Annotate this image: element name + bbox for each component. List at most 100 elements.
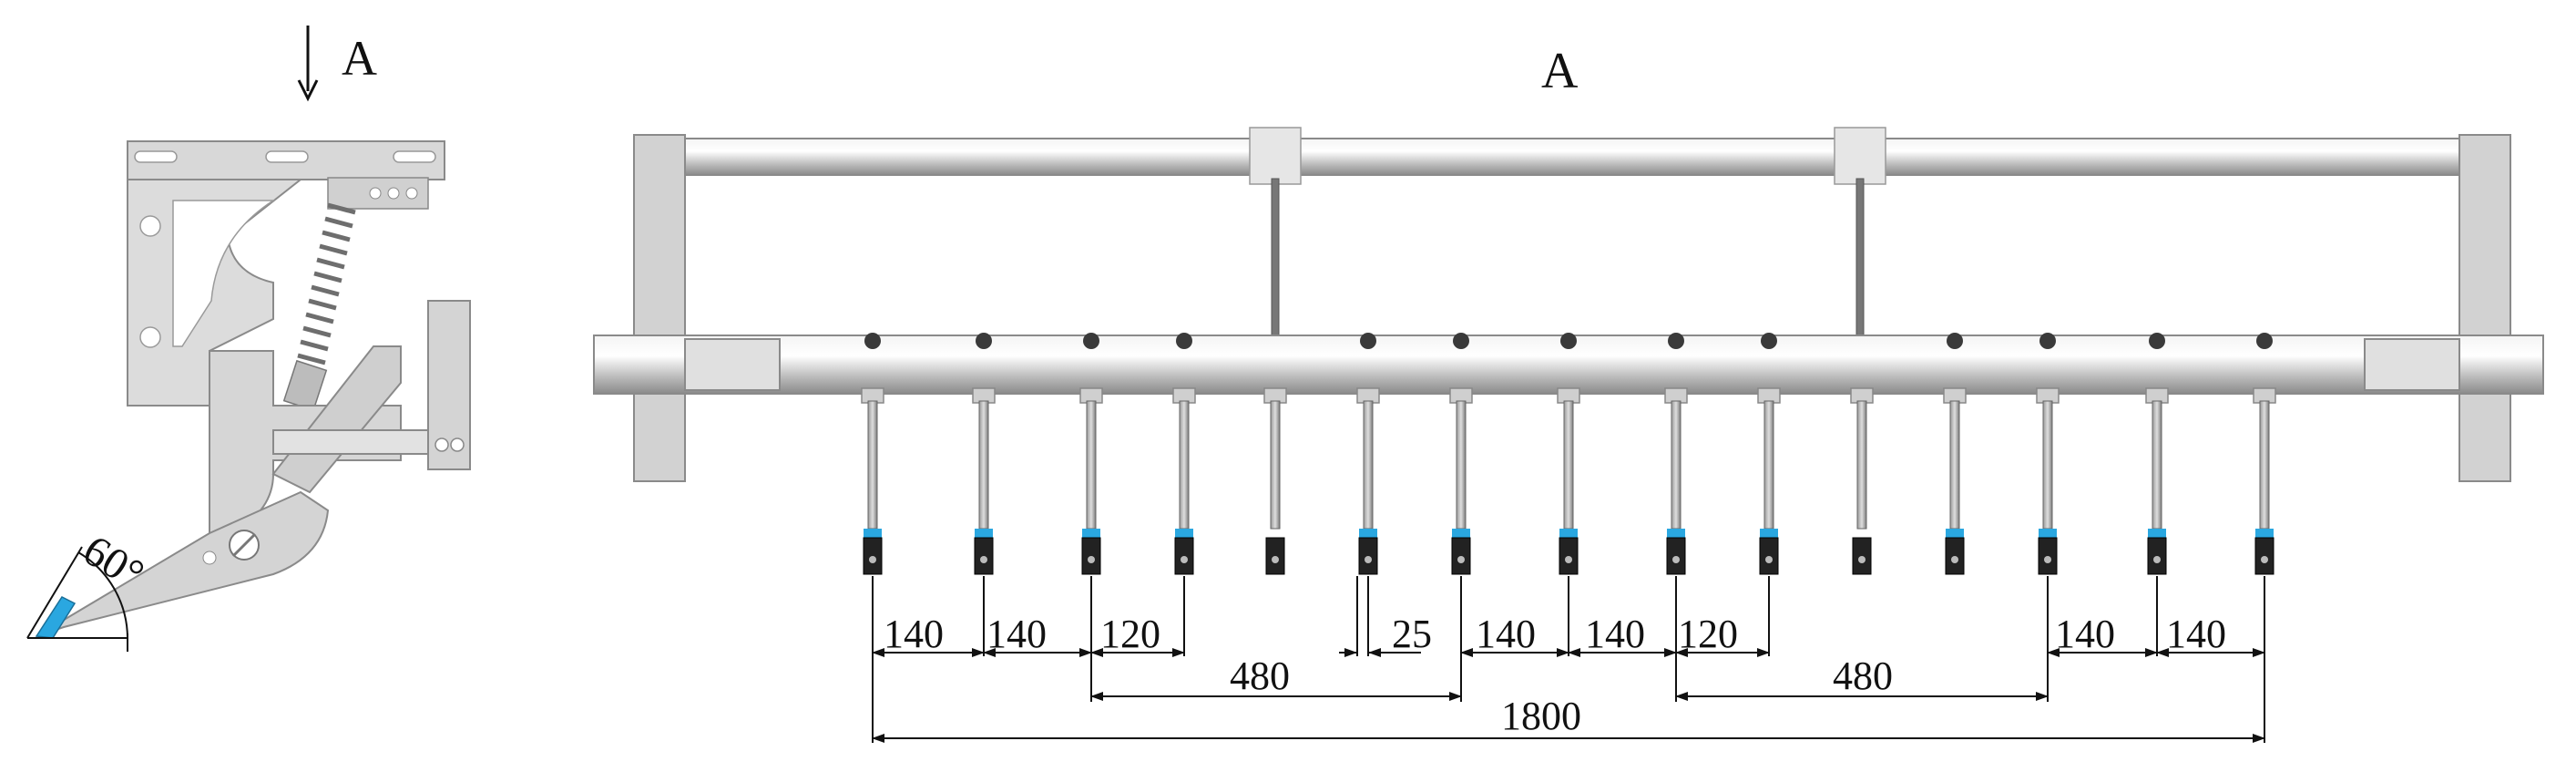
- tine-13: [2036, 333, 2060, 575]
- tine-foot-bolt: [869, 556, 876, 563]
- shaft-bolt: [1560, 333, 1577, 349]
- dim-spacing-2: 140: [986, 612, 1047, 656]
- tine-foot-bolt: [2044, 556, 2051, 563]
- tine-foot-bolt: [1181, 556, 1188, 563]
- tine-8: [1557, 333, 1580, 575]
- tine-rod: [1363, 400, 1374, 530]
- tine-blue-cap: [1359, 529, 1377, 538]
- tine-rod: [2259, 400, 2270, 530]
- tine-blue-cap: [1760, 529, 1778, 538]
- shaft-bolt: [2256, 333, 2273, 349]
- shaft-bolt: [1947, 333, 1963, 349]
- left-shaft-collar: [684, 338, 781, 391]
- tine-foot-bolt: [1457, 556, 1465, 563]
- left-end-plate: [633, 134, 686, 482]
- tine-blue-cap: [2039, 529, 2057, 538]
- side-view-assembly: A: [26, 26, 471, 652]
- tine-blue-cap: [1452, 529, 1470, 538]
- tine-blue-cap: [2148, 529, 2166, 538]
- tine-6: [1356, 333, 1380, 575]
- tine-blue-cap: [1667, 529, 1685, 538]
- tine-blue-cap: [1559, 529, 1578, 538]
- shaft-bolt: [1083, 333, 1099, 349]
- tine-rod: [2042, 400, 2053, 530]
- dim-spacing-4: 25: [1392, 612, 1432, 656]
- tine-foot-bolt: [1951, 556, 1958, 563]
- shaft-bolt: [1761, 333, 1777, 349]
- tine-1: [861, 333, 884, 575]
- front-view-a: A 140 140 120 25 140 140: [593, 43, 2544, 743]
- shaft-bolt: [1176, 333, 1192, 349]
- top-beam: [664, 138, 2469, 176]
- horizontal-bar: [272, 429, 438, 455]
- tine-10: [1757, 333, 1781, 575]
- tine-foot-bolt: [1365, 556, 1372, 563]
- view-title: A: [1541, 43, 1579, 99]
- view-marker-letter: A: [342, 31, 377, 86]
- shaft-bolt: [864, 333, 881, 349]
- tine-12: [1943, 333, 1967, 575]
- tine-foot-bolt: [1858, 556, 1866, 563]
- right-end-plate: [2458, 134, 2511, 482]
- tine-11: [1850, 387, 1874, 575]
- dim-spacing-9: 140: [2166, 612, 2226, 656]
- tine-rod: [1949, 400, 1960, 530]
- tine-blue-cap: [2255, 529, 2274, 538]
- shaft-bolt: [2039, 333, 2056, 349]
- dim-spacing-1: 140: [884, 612, 944, 656]
- dim-spacing-8: 140: [2055, 612, 2115, 656]
- bracket-holes: [434, 437, 465, 452]
- dim-arrowhead: [1344, 648, 1357, 657]
- frame-cutout: [172, 200, 276, 347]
- angled-brace: [271, 345, 402, 494]
- shaft-bolt: [976, 333, 992, 349]
- tine-15: [2253, 333, 2276, 575]
- tine-blue-cap: [1082, 529, 1100, 538]
- shaft-bolt: [1668, 333, 1684, 349]
- tine-rod: [1856, 400, 1867, 530]
- tine-5: [1263, 387, 1287, 575]
- tine-rod: [1086, 400, 1097, 530]
- tine-rod: [1671, 400, 1682, 530]
- tine-blue-cap: [1175, 529, 1193, 538]
- tine-3: [1079, 333, 1103, 575]
- mounting-slots: [134, 150, 436, 163]
- tine-rod: [1270, 400, 1281, 530]
- tine-foot-bolt: [1765, 556, 1773, 563]
- tine-rod: [1179, 400, 1190, 530]
- beam-clamps: [1249, 127, 1886, 185]
- shaft-bolt: [1360, 333, 1376, 349]
- dim-group-right: 480: [1833, 654, 1893, 698]
- tine-foot-bolt: [2153, 556, 2161, 563]
- tine-blue-cap: [1946, 529, 1964, 538]
- tine-2: [972, 333, 996, 575]
- tine-rod: [978, 400, 989, 530]
- tine-rod: [867, 400, 878, 530]
- tine-blue-cap: [975, 529, 993, 538]
- tine-foot-bolt: [980, 556, 987, 563]
- tine-row: [861, 333, 2276, 575]
- tine-foot-bolt: [1672, 556, 1680, 563]
- tine-foot-bolt: [2261, 556, 2268, 563]
- right-shaft-collar: [2364, 338, 2460, 391]
- tine-rod: [1563, 400, 1574, 530]
- tine-9: [1664, 333, 1688, 575]
- dim-spacing-7: 120: [1678, 612, 1738, 656]
- foot-bolts: [202, 530, 260, 565]
- tine-rod: [1456, 400, 1467, 530]
- dim-group-left: 480: [1230, 654, 1290, 698]
- shaft-bolt: [2149, 333, 2165, 349]
- angle-dimension: [26, 546, 128, 652]
- tine-rod: [1763, 400, 1774, 530]
- shaft-bolt: [1453, 333, 1469, 349]
- view-direction-arrow: [297, 26, 319, 102]
- tine-7: [1449, 333, 1473, 575]
- dim-spacing-6: 140: [1585, 612, 1645, 656]
- dim-spacing-3: 120: [1100, 612, 1160, 656]
- tine-foot-bolt: [1272, 556, 1279, 563]
- tine-foot-bolt: [1565, 556, 1572, 563]
- tine-4: [1172, 333, 1196, 575]
- dimension-lines: [872, 576, 2265, 743]
- tine-foot-bolt: [1088, 556, 1095, 563]
